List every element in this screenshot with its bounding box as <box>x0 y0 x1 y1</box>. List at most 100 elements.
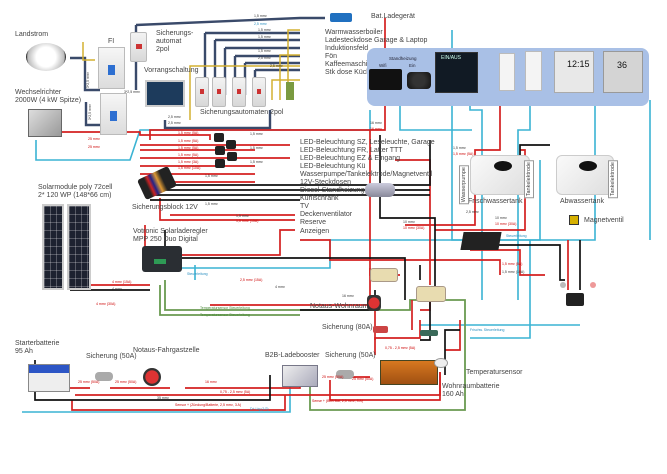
heater-display[interactable] <box>369 69 402 90</box>
solar-panel-1 <box>42 204 64 290</box>
cable-label: 1,5 mm² (15A) <box>236 219 259 223</box>
shunt <box>420 330 438 336</box>
relay-4[interactable] <box>227 152 237 161</box>
tank-indicator-2[interactable] <box>525 51 542 91</box>
fuse-80a[interactable] <box>373 326 388 333</box>
terminal-block <box>286 82 294 100</box>
frischwassertank-label: Frischwassertank <box>468 198 523 205</box>
vorrangschaltung-label: Vorrangschaltung <box>144 67 199 74</box>
relay-2[interactable] <box>226 140 236 149</box>
led-indicator-2 <box>590 282 596 288</box>
cable-label: 0,75 - 2,5 mm² (5A) <box>385 346 416 350</box>
heater-title: Standheizung <box>389 56 417 61</box>
notaus-fahrgastzelle-switch[interactable] <box>143 368 161 386</box>
vorrangschaltung-box[interactable] <box>145 80 185 107</box>
cable-label: 4 mm² (15A) <box>112 280 132 284</box>
dc-load: LED-Beleuchtung EZ & Eingang <box>300 155 401 163</box>
charge-controller-terminals <box>154 259 166 264</box>
cable-label: 25 mm² (50A) <box>78 380 100 384</box>
cable-label: 25 mm² (50A) <box>352 377 374 381</box>
b2b-ladebooster[interactable] <box>282 365 318 387</box>
cable-label: 1,5 mm² (10A) <box>502 270 525 274</box>
relay-3[interactable] <box>215 146 225 155</box>
temperatursensor <box>434 358 448 368</box>
cable-label: 1,5 mm² (5A) <box>178 139 199 143</box>
landstrom-label: Landstrom <box>15 31 49 38</box>
sicherung-50a-label-1: Sicherung (50A) <box>86 353 137 360</box>
wechselrichter-label: Wechselrichter 2000W (4 kW Spitze) <box>15 89 82 105</box>
tank-indicator-1[interactable] <box>499 53 515 91</box>
bat-ladegeraet[interactable] <box>330 13 352 22</box>
landstrom-socket[interactable] <box>26 43 66 71</box>
cable-label: 25 mm² (50A) <box>115 380 137 384</box>
cable-label: 25 mm² <box>88 145 100 149</box>
cable-label: 2,5 mm² <box>270 64 283 68</box>
cable-label: 3*2,5 mm² <box>88 103 93 121</box>
clock-unit[interactable] <box>554 51 594 93</box>
wechselrichter[interactable] <box>28 109 62 137</box>
sicherungsautomat-label: Sicherungs- automat 2pol <box>156 30 194 54</box>
cable-label: 4 mm² (30A) <box>96 302 116 306</box>
rocker-switch[interactable] <box>566 293 584 306</box>
sicherungsautomat-3[interactable] <box>232 77 246 107</box>
clock-value: 12:15 <box>567 59 590 69</box>
abwassertank-label: Abwassertank <box>560 198 604 205</box>
notaus-fahrgastzelle-label: Notaus-Fahrgastzelle <box>133 347 200 354</box>
ac-load: Induktionsfeld <box>325 45 369 53</box>
sicherungsautomat-2pol[interactable] <box>130 32 147 62</box>
wohnraumbatterie-label: Wohnraumbatterie 160 Ah <box>442 383 500 399</box>
heater-knob[interactable] <box>407 72 431 89</box>
cable-label: Sensor + (Zündung/Batterie, 2,5 mm², 3 A… <box>175 403 242 407</box>
sicherungsautomat-1[interactable] <box>195 77 209 107</box>
sicherungsautomat-2[interactable] <box>212 77 226 107</box>
busbar-1[interactable] <box>370 268 398 282</box>
cable-label: 10 mm² <box>403 220 415 224</box>
dc-load: Diesel-Standheizung <box>300 187 365 195</box>
ac-load: Warmwasserboiler <box>325 29 383 36</box>
dc-load: 12V-Steckdosen <box>300 179 351 187</box>
cable-label: 1,5 mm² (3A) <box>178 160 199 164</box>
display-text: EIN/AUS <box>441 55 462 61</box>
cable-label: 16 mm² <box>342 294 354 298</box>
busbar-2[interactable] <box>416 286 446 302</box>
cable-label: 1,5 mm² (5A) <box>178 131 199 135</box>
ac-load: Ladesteckdose Garage & Laptop <box>325 37 428 45</box>
cable-label: 10 mm² (30A) <box>403 226 425 230</box>
display-unit[interactable] <box>435 52 478 93</box>
cable-label: D+ Ltg (1/2) <box>250 407 269 411</box>
fuse-50a-1[interactable] <box>95 372 113 381</box>
dc-load: Anzeigen <box>300 227 330 235</box>
cable-label: 1,5 mm² <box>250 160 263 164</box>
cable-label: 1,5 mm² (5A) <box>178 153 199 157</box>
solarladeregler-label: Votronic Solarladeregler MPP 250 Duo Dig… <box>133 228 208 244</box>
cable-label: 1,5 mm² <box>205 202 218 206</box>
dc-load: TV <box>300 203 309 211</box>
cable-label: 4 mm² <box>275 285 285 289</box>
cable-label: 25 mm² (50A) <box>322 375 344 379</box>
sicherungsblock-label: Sicherungsblock 12V <box>132 204 198 211</box>
cable-label: 2,5 mm² <box>168 121 181 125</box>
fi-switch-1[interactable] <box>98 47 125 89</box>
cable-label: 1,5 mm² <box>205 174 218 178</box>
solarmodule-label: Solarmodule poly 72cell 2* 120 WP (148*6… <box>38 184 113 200</box>
fuse-50a-2[interactable] <box>336 370 354 379</box>
diesel-heater <box>365 183 395 197</box>
cable-label: 1,5 mm² <box>250 146 263 150</box>
dc-load: Kühlschrank <box>300 195 339 203</box>
battery-monitor[interactable] <box>603 51 643 93</box>
starterbatterie-label: Starterbatterie 95 Ah <box>15 340 60 356</box>
notaus-wohnraum-switch[interactable] <box>367 295 381 311</box>
cable-label: 1,5 mm² <box>258 49 271 53</box>
abwassertank <box>556 155 614 195</box>
led-indicator-1 <box>560 282 566 288</box>
fi-switch-2[interactable] <box>100 93 127 135</box>
cable-label: 2,5 mm² <box>168 115 181 119</box>
magnetventil[interactable] <box>569 215 579 225</box>
cable-label: 3*2,5 mm² <box>86 71 91 89</box>
relay-5[interactable] <box>215 159 225 168</box>
cable-label: 2,5 mm² <box>254 22 267 26</box>
relay-1[interactable] <box>214 133 224 142</box>
b2b-label: B2B-Ladebooster <box>265 352 320 359</box>
pump-relay-module[interactable] <box>460 232 502 250</box>
sicherungsautomat-4[interactable] <box>252 77 266 107</box>
